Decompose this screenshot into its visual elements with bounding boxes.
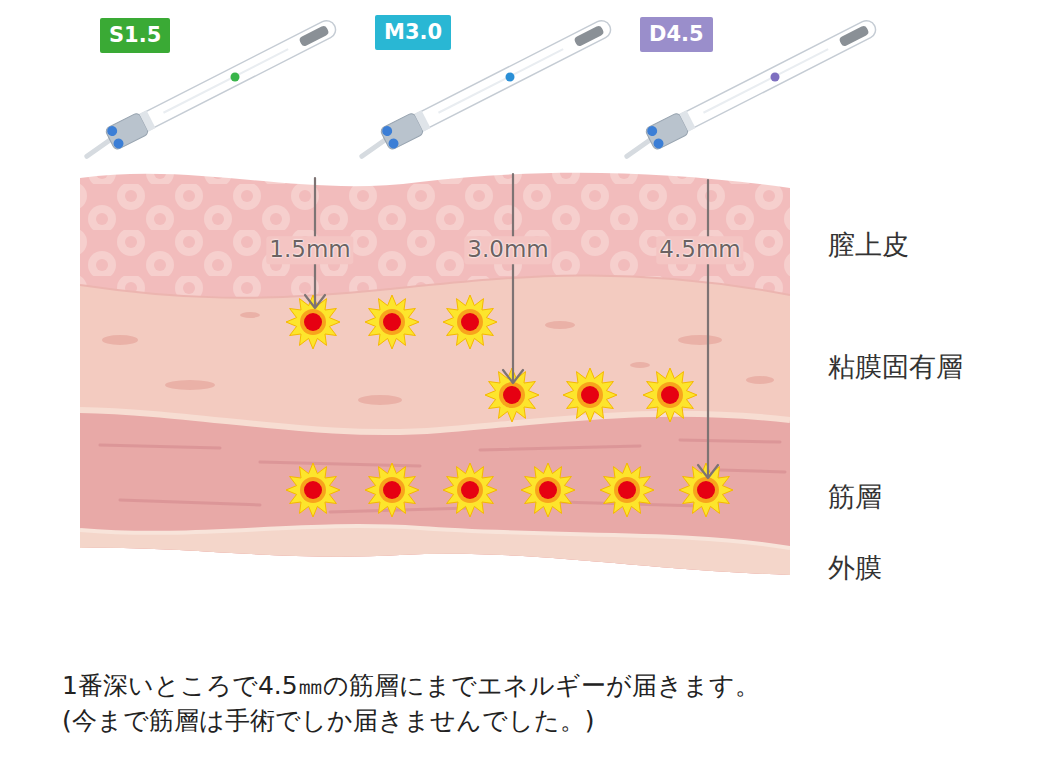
indicator-dot [506,73,515,82]
layer-boundary [80,410,790,432]
handpiece [80,15,340,164]
note-text: 1番深いところで4.5㎜の筋層にまでエネルギーが届きます。 [62,671,760,701]
energy-burst [443,295,497,349]
energy-burst [521,463,575,517]
layer-label: 外膜 [828,552,882,584]
model-badge: M3.0 [375,15,451,50]
handpiece [620,15,880,164]
arrow-head [305,295,325,308]
layer-boundary [80,275,790,297]
handpiece [355,15,615,164]
handpiece-m30 [355,15,615,164]
depth-arrow [512,174,514,382]
adventitia-layer [80,526,790,600]
badge-label: M3.0 [384,20,442,45]
lamina-propria-layer [80,275,790,600]
badge-label: S1.5 [109,23,161,48]
energy-burst [443,463,497,517]
energy-burst [365,463,419,517]
energy-burst [286,463,340,517]
depth-label: 4.5mm [656,236,743,264]
handpiece-d45 [620,15,880,164]
layer-label: 筋層 [828,481,882,513]
badge-label: D4.5 [649,22,704,47]
indicator-dot [231,73,240,82]
arrow-head [698,465,718,478]
layer-label: 膣上皮 [828,229,909,261]
indicator-dot [771,73,780,82]
energy-burst [643,368,697,422]
energy-burst [286,295,340,349]
energy-burst [679,463,733,517]
energy-burst [365,295,419,349]
model-badge: D4.5 [640,17,713,52]
layer-label: 粘膜固有層 [828,351,963,383]
model-badge: S1.5 [100,18,170,53]
muscle-layer [80,410,790,600]
energy-burst [563,368,617,422]
layer-boundary [80,526,790,548]
tissue-layers [80,160,790,600]
handpiece-s15 [80,15,340,164]
depth-arrow [707,180,709,477]
depth-arrows [305,174,718,478]
depth-label: 1.5mm [266,236,353,264]
energy-burst [600,463,654,517]
note-text: (今まで筋層は手術でしか届きませんでした。) [62,706,595,736]
depth-label: 3.0mm [464,236,551,264]
energy-points [286,295,733,517]
arrow-head [503,370,523,383]
